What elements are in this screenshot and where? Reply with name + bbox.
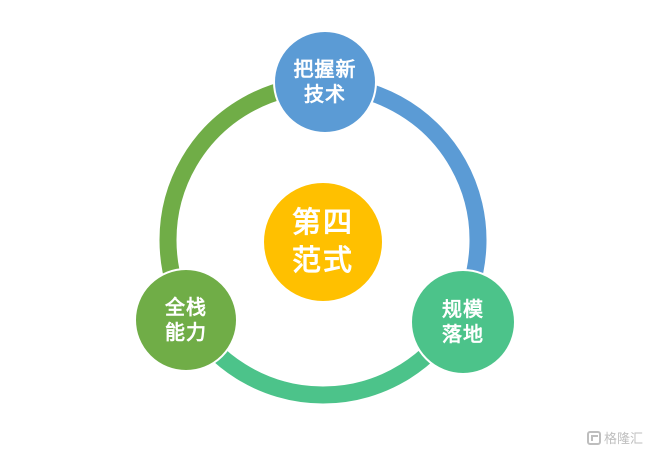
node-right-line-2: 落地 <box>442 322 484 346</box>
g-logo-icon <box>587 430 601 445</box>
node-right-line-1: 规模 <box>442 297 484 321</box>
watermark: 格隆汇 <box>587 428 643 447</box>
node-scale-deployment: 规模 落地 <box>410 269 516 375</box>
node-full-stack-capability: 全栈 能力 <box>134 268 238 372</box>
node-top-line-1: 把握新 <box>293 57 357 81</box>
node-left-line-2: 能力 <box>165 320 207 344</box>
watermark-text: 格隆汇 <box>604 432 644 447</box>
center-node-line-1: 第四 <box>291 205 354 240</box>
center-node-line-2: 范式 <box>291 243 354 277</box>
node-left-line-1: 全栈 <box>165 295 207 319</box>
node-top-line-2: 技术 <box>304 82 346 106</box>
node-master-new-tech: 把握新 技术 <box>273 30 377 134</box>
center-node-fourth-paradigm: 第四 范式 <box>262 181 384 303</box>
